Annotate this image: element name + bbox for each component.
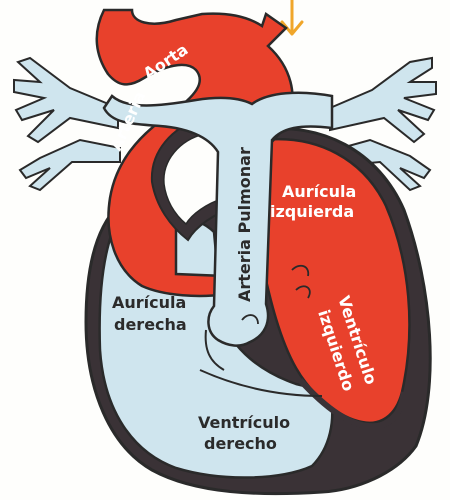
label-ventriculo-derecho-2: derecho	[204, 434, 277, 453]
label-auricula-derecha-1: Aurícula	[112, 293, 186, 312]
label-ventriculo-derecho-1: Ventrículo	[198, 413, 290, 432]
label-auricula-izquierda-2: izquierda	[270, 202, 354, 221]
label-auricula-izquierda-1: Aurícula	[282, 182, 356, 201]
label-auricula-derecha-2: derecha	[114, 315, 187, 334]
left-pulmonary-branches	[14, 58, 120, 190]
label-arteria-pulmonar: Arteria Pulmonar	[235, 147, 254, 302]
